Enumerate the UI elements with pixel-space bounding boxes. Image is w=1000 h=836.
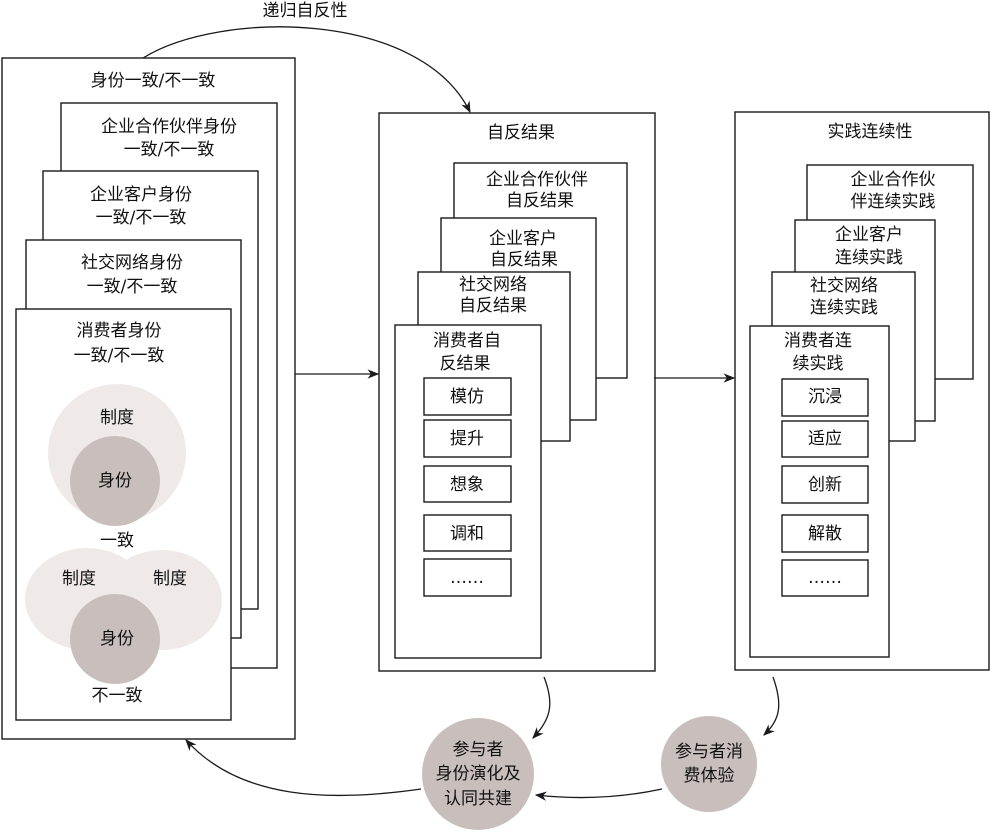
inconsistent-caption: 不一致 [92,686,143,706]
node-consumption-experience-line2: 费体验 [684,766,735,786]
panel-reflexive-title: 自反结果 [487,123,555,143]
panel-identity-consistency: 身份一致/不一致 企业合作伙伴身份 一致/不一致 企业客户身份 一致/不一致 社… [1,57,296,740]
item-more-label: …… [808,568,842,588]
card-social-identity-line1: 社交网络身份 [81,253,183,273]
identity-label: 身份 [98,471,132,491]
venn-consistent: 制度 身份 一致 [48,384,186,551]
identity-circle [70,436,160,526]
card-consumer-continuity-line1: 消费者连 [784,331,852,351]
card-consumer-identity-line2: 一致/不一致 [74,346,165,366]
node-identity-evolution-line1: 参与者 [453,740,504,760]
item-imitation-label: 模仿 [450,387,484,407]
item-immersion-label: 沉浸 [808,387,842,407]
card-client-identity-line1: 企业客户身份 [90,185,192,205]
item-imagination-label: 想象 [450,475,484,495]
item-imagination [423,465,512,503]
node-consumption-experience-line1: 参与者消 [675,742,743,762]
item-reconciliation-label: 调和 [450,524,484,544]
identity-circle [70,594,160,684]
item-dissolution [781,514,869,553]
item-immersion [781,378,869,417]
card-social-continuity-line2: 连续实践 [810,298,878,318]
card-client-continuity-line2: 连续实践 [835,248,903,268]
panel-continuity-title: 实践连续性 [828,122,913,142]
panel-practice-continuity: 实践连续性 企业合作伙 伴连续实践 企业客户 连续实践 社交网络 连续实践 消费… [734,111,990,671]
arrow-continuity-to-experience-node [763,676,780,736]
card-consumer-continuity-line2: 续实践 [793,354,844,374]
item-reconciliation [423,514,512,552]
item-enhancement-label: 提升 [450,429,484,449]
item-more [781,559,869,597]
card-partner-reflexive-line1: 企业合作伙伴 [486,170,588,190]
card-social-continuity-line1: 社交网络 [810,276,878,296]
institution-right-label: 制度 [153,569,187,589]
institution-label: 制度 [100,408,134,428]
node-identity-evolution [422,718,534,830]
item-dissolution-label: 解散 [808,524,842,544]
consistent-caption: 一致 [100,531,134,551]
card-partner-identity-line2: 一致/不一致 [124,140,215,160]
card-partner-reflexive-line2: 自反结果 [506,191,574,211]
item-innovation [781,465,869,504]
arrow-experience-to-identity-node [534,788,663,801]
card-client-reflexive-line1: 企业客户 [489,229,557,249]
node-identity-evolution-line2: 身份演化及 [436,764,521,784]
item-innovation-label: 创新 [808,475,842,495]
node-consumption-experience [661,716,757,812]
card-consumer-identity-line1: 消费者身份 [77,321,162,341]
institution-left-label: 制度 [62,569,96,589]
card-social-identity-line2: 一致/不一致 [87,277,178,297]
item-more-label: …… [450,568,484,588]
card-client-identity-line2: 一致/不一致 [96,208,187,228]
card-consumer-reflexive-line1: 消费者自 [433,331,501,351]
arrow-reflexive-to-identity-node [532,676,551,739]
item-adaptation-label: 适应 [808,429,842,449]
card-client-reflexive-line2: 自反结果 [490,250,558,270]
item-more [423,558,512,597]
arrow-identity-node-to-panel1 [185,739,422,797]
identity-label: 身份 [100,629,134,649]
card-social-reflexive-line1: 社交网络 [459,275,527,295]
panel-identity-title: 身份一致/不一致 [91,71,216,91]
card-partner-identity-line1: 企业合作伙伴身份 [101,117,237,137]
card-partner-continuity-line1: 企业合作伙 [851,170,936,190]
card-client-continuity-line1: 企业客户 [835,225,903,245]
node-identity-evolution-line3: 认同共建 [444,789,512,809]
card-partner-continuity-line2: 伴连续实践 [851,192,936,212]
item-enhancement [423,419,512,458]
venn-inconsistent: 制度 制度 身份 不一致 [25,548,222,706]
card-social-reflexive-line2: 自反结果 [459,296,527,316]
reflexive-items: 模仿 提升 想象 调和 …… [423,377,512,597]
card-consumer-reflexive-line2: 反结果 [440,354,491,374]
panel-reflexive-outcomes: 自反结果 企业合作伙伴 自反结果 企业客户 自反结果 社交网络 自反结果 消费者… [378,112,656,672]
recursive-reflexivity-label: 递归自反性 [263,1,348,21]
item-adaptation [781,420,869,458]
recursive-reflexivity-arrow [142,26,471,114]
continuity-items: 沉浸 适应 创新 解散 …… [781,378,869,597]
item-imitation [423,377,512,416]
